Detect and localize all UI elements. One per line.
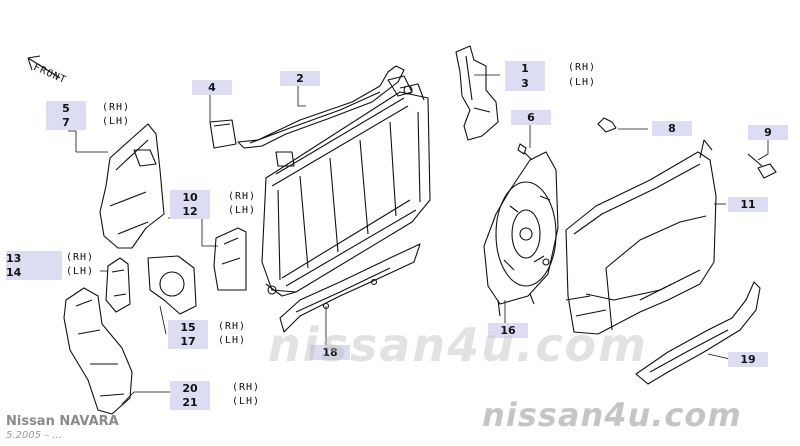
part-1-upper-bracket <box>455 45 499 141</box>
part-16-fan-shroud <box>483 151 559 317</box>
callout-9[interactable]: 9 <box>748 125 788 140</box>
callout-13-side: (RH) <box>66 252 95 263</box>
callout-20-side: (RH) <box>232 382 261 393</box>
callout-21[interactable]: 21 <box>170 395 210 410</box>
callout-2[interactable]: 2 <box>280 71 320 86</box>
part-5-left-shroud <box>99 123 165 249</box>
callout-20[interactable]: 20 <box>170 381 210 396</box>
part-18-lower-seal <box>279 243 421 333</box>
callout-12[interactable]: 12 <box>170 204 210 219</box>
callout-1[interactable]: 1 <box>505 61 545 76</box>
callout-10-side: (RH) <box>228 191 257 202</box>
part-4-seal <box>209 119 237 149</box>
part-11-shroud <box>565 139 717 335</box>
callout-3[interactable]: 3 <box>505 76 545 91</box>
callout-3-side: (LH) <box>568 77 597 88</box>
callout-15[interactable]: 15 <box>168 320 208 335</box>
callout-6[interactable]: 6 <box>511 110 551 125</box>
part-13-bracket <box>105 257 131 313</box>
footer-model: Nissan NAVARA <box>6 414 119 429</box>
callout-8[interactable]: 8 <box>652 121 692 136</box>
part-19-lower-strip <box>635 281 761 385</box>
callout-5[interactable]: 5 <box>46 101 86 116</box>
callout-1-side: (RH) <box>568 62 597 73</box>
callout-13[interactable]: 13 <box>6 251 62 266</box>
callout-10[interactable]: 10 <box>170 190 210 205</box>
callout-7-side: (LH) <box>102 116 131 127</box>
part-2-seal-strip <box>237 65 405 149</box>
part-6-bolt <box>517 143 533 161</box>
callout-4[interactable]: 4 <box>192 80 232 95</box>
callout-12-side: (LH) <box>228 205 257 216</box>
callout-21-side: (LH) <box>232 396 261 407</box>
callout-7[interactable]: 7 <box>46 115 86 130</box>
callout-14[interactable]: 14 <box>6 265 62 280</box>
front-arrow-icon <box>27 55 61 79</box>
part-10-bracket <box>213 227 247 291</box>
footer-date: 5.2005 – ... <box>6 430 62 441</box>
callout-17-side: (LH) <box>218 335 247 346</box>
part-9-bolt <box>747 153 777 179</box>
callout-15-side: (RH) <box>218 321 247 332</box>
callout-18[interactable]: 18 <box>310 345 350 360</box>
callout-5-side: (RH) <box>102 102 131 113</box>
callout-17[interactable]: 17 <box>168 334 208 349</box>
radiator <box>261 75 431 297</box>
part-20-lower-duct <box>63 287 133 415</box>
part-15-shield <box>147 255 197 315</box>
callout-14-side: (LH) <box>66 266 95 277</box>
part-8-clip <box>597 117 617 133</box>
watermark-center: nissan4u.com <box>268 318 649 372</box>
callout-16[interactable]: 16 <box>488 323 528 338</box>
callout-19[interactable]: 19 <box>728 352 768 367</box>
watermark-bottom-right: nissan4u.com <box>482 396 742 434</box>
callout-11[interactable]: 11 <box>728 197 768 212</box>
